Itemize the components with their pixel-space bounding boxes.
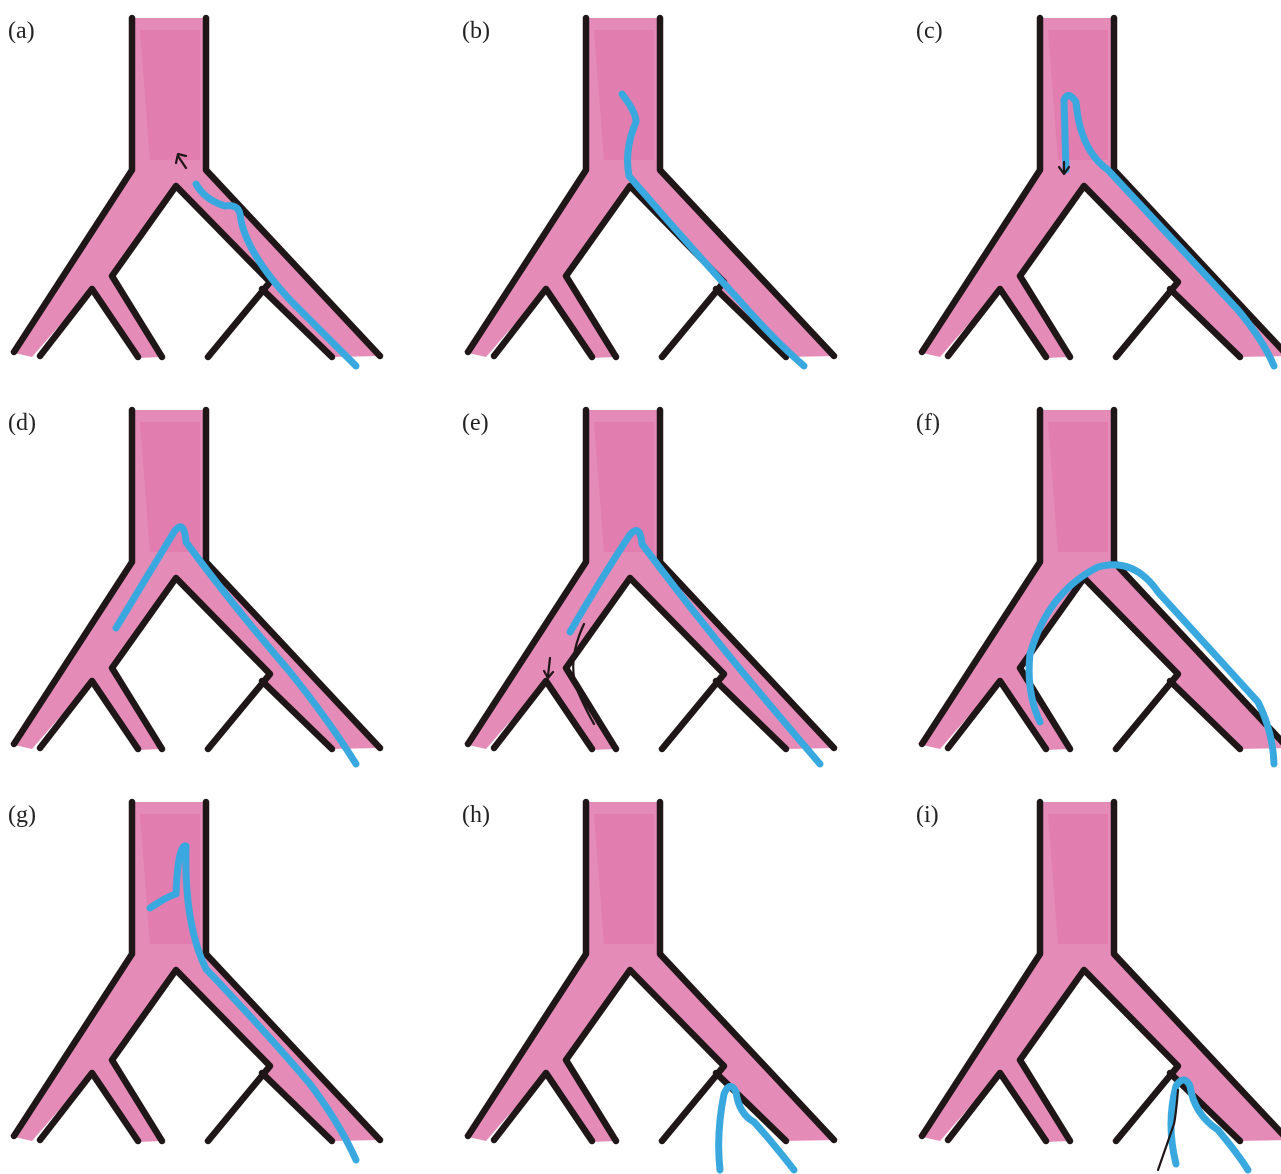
vessel-diagram-e [454, 392, 881, 782]
panel-b: (b) [454, 0, 881, 390]
vessel-tree [10, 410, 383, 750]
panel-c: (c) [908, 0, 1281, 390]
panel-e: (e) [454, 392, 881, 782]
panel-label-g: (g) [8, 802, 36, 829]
vessel-tree [464, 410, 837, 750]
vessel-diagram-d [0, 392, 427, 782]
panel-a: (a) [0, 0, 427, 390]
vessel-diagram-h [454, 784, 881, 1174]
panel-g: (g) [0, 784, 427, 1174]
panel-label-d: (d) [8, 410, 36, 437]
panel-label-f: (f) [916, 410, 940, 437]
panel-f: (f) [908, 392, 1281, 782]
vessel-diagram-c [908, 0, 1281, 390]
panel-h: (h) [454, 784, 881, 1174]
vessel-tree [918, 802, 1281, 1142]
vessel-tree [464, 802, 837, 1142]
panel-i: (i) [908, 784, 1281, 1174]
panel-label-a: (a) [8, 18, 35, 45]
panel-d: (d) [0, 392, 427, 782]
panel-label-b: (b) [462, 18, 490, 45]
vessel-tree [10, 802, 383, 1142]
vessel-diagram-b [454, 0, 881, 390]
panel-label-e: (e) [462, 410, 489, 437]
vessel-diagram-g [0, 784, 427, 1174]
panel-label-c: (c) [916, 18, 943, 45]
vessel-diagram-f [908, 392, 1281, 782]
vessel-tree [918, 410, 1281, 750]
panel-label-h: (h) [462, 802, 490, 829]
vessel-diagram-i [908, 784, 1281, 1174]
vessel-diagram-a [0, 0, 427, 390]
vessel-tree [918, 18, 1281, 358]
vessel-tree [464, 18, 837, 358]
panel-label-i: (i) [916, 802, 939, 829]
